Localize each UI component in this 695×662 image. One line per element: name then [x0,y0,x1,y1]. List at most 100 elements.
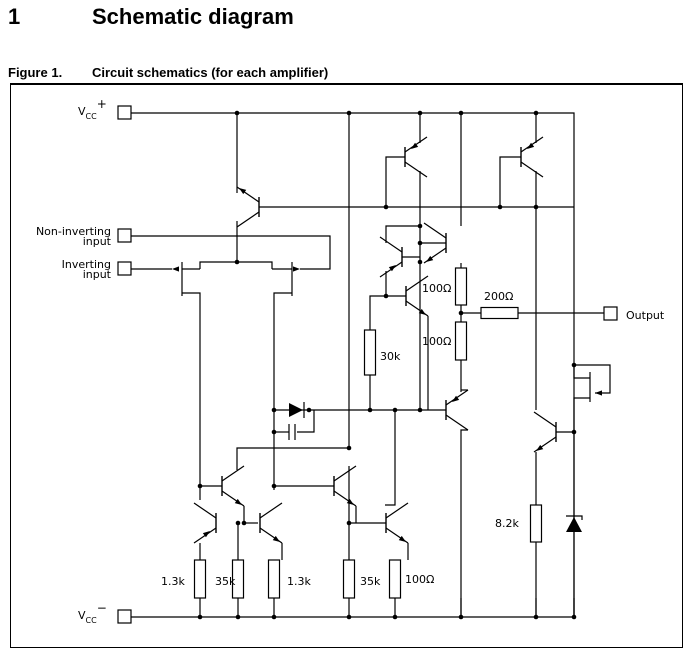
junction-dot [306,407,312,413]
transistor-q-sink-1 [221,465,245,507]
wire [574,364,611,394]
transistor-q-mirror-1 [404,136,428,178]
junction-dot [346,614,352,620]
transistor-q-input-source [236,186,260,228]
wire [499,156,521,207]
wire [385,410,396,506]
transistor-lead [533,411,557,428]
junction-dot [383,293,389,299]
transistor-lead [385,502,409,519]
arrowhead [272,535,280,542]
wire [236,447,349,470]
resistor-35k-left [231,559,245,599]
figure-label: Figure 1. [8,65,63,80]
junction-dot [271,614,277,620]
inverting-input-pin [117,261,132,276]
section-title: Schematic diagram [92,4,294,29]
junction-dot [533,110,539,116]
resistor-label-35k-right: 35k [360,575,381,588]
arrowhead [527,142,535,149]
junction-dot [392,407,398,413]
output-pin [603,306,618,321]
arrowhead [293,266,300,272]
junction-dot [346,520,352,526]
non-inverting-label-2: input [83,235,112,248]
resistor-r-series [480,306,519,320]
junction-dot [417,259,423,265]
junction-dot [571,614,577,620]
diode [289,403,303,417]
section-number: 1 [8,4,21,29]
transistor-q-sink-3 [193,502,217,544]
arrowhead [388,265,396,272]
resistor-label-1k3-left: 1.3k [161,575,185,588]
transistor-q-bias [533,411,557,453]
junction-dot [367,407,373,413]
junction-dot [571,362,577,368]
wire [460,429,468,617]
arrowhead [452,395,460,402]
junction-dot [458,110,464,116]
junction-dot [417,240,423,246]
junction-dot [235,520,241,526]
junction-dot [271,429,277,435]
inverting-label-1: Inverting [62,258,111,271]
resistor-30k [363,329,377,376]
transistor-q-output-bottom [445,389,469,431]
arrowhead [172,266,179,272]
inverting-label-2: input [83,268,112,281]
resistor-label-100-bottom: 100Ω [405,573,434,586]
zener-diode [566,517,582,532]
transistor-lead [379,236,403,253]
arrowhead [239,188,247,195]
transistor-q-level-1 [379,236,403,278]
junction-dot [234,110,240,116]
transistor-lead [445,414,469,431]
wire [573,365,590,379]
resistor-r-out-bottom [454,321,468,361]
junction-dot [197,614,203,620]
arrowhead [536,444,544,451]
junction-dot [571,429,577,435]
resistor-label-r-series: 200Ω [484,290,513,303]
vcc-plus-rail [131,112,575,617]
arrowhead [418,308,426,315]
transistor-lead [236,211,260,228]
resistor-35k-right [342,559,356,599]
junction-dot [497,204,503,210]
resistor-label-r-out-top: 100Ω [422,282,451,295]
transistor-q-sink-5 [385,502,409,544]
junction-dot [533,614,539,620]
transistor-lead [404,161,428,178]
figure-frame [10,83,683,648]
arrowhead [595,390,602,396]
resistor-label-r-out-bottom: 100Ω [422,335,451,348]
resistor-label-30k: 30k [380,350,401,363]
vcc-plus-label: VCC+ [78,97,107,121]
arrowhead [398,535,406,542]
transistor-lead [520,161,544,178]
junction-dot [392,614,398,620]
junction-dot [383,204,389,210]
vcc-minus-pin [117,609,132,624]
transistor-q-sink-2 [333,465,357,507]
wire [182,292,201,475]
wire [573,397,590,617]
arrowhead [411,142,419,149]
resistor-1k3-right [267,559,281,599]
zener-bar [566,515,583,520]
junction-dot [234,259,240,265]
transistor-lead [405,275,429,292]
components [117,105,618,624]
non-inverting-label-1: Non-inverting [36,225,111,238]
transistor-q-sink-4 [259,502,283,544]
vcc-plus-pin [117,105,132,120]
junction-dot [346,445,352,451]
output-label: Output [626,309,665,322]
resistor-1k3-left [193,559,207,599]
transistor-lead [423,222,447,239]
non-inverting-input-pin [117,228,132,243]
wire [273,292,292,410]
arrowhead [346,498,354,505]
